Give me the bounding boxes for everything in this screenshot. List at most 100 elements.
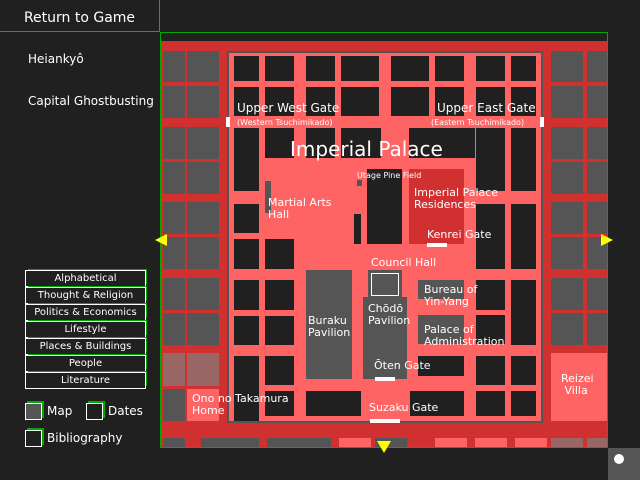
city-block <box>265 56 294 81</box>
building-block <box>551 278 583 310</box>
city-block <box>511 391 536 416</box>
category-button[interactable]: Politics & Economics <box>25 304 146 321</box>
city-block <box>511 56 536 81</box>
upper-west-gate-sublabel: (Western Tsuchimikado) <box>237 118 333 127</box>
category-button[interactable]: People <box>25 355 146 372</box>
category-button[interactable]: Places & Buildings <box>25 338 146 355</box>
building-block <box>418 280 464 299</box>
palace-block <box>339 438 371 447</box>
upper-east-gate-sublabel: (Eastern Tsuchimikado) <box>431 118 525 127</box>
building-block <box>163 389 185 421</box>
building-block <box>551 86 583 118</box>
building-block <box>163 51 185 82</box>
return-to-game-button[interactable]: Return to Game <box>0 0 160 32</box>
building-block <box>163 202 185 234</box>
building-block <box>163 162 185 194</box>
council-hall-building[interactable] <box>371 273 399 296</box>
upper-west-gate-label[interactable]: Upper West Gate <box>237 101 340 115</box>
faded-block <box>187 353 219 386</box>
scroll-west-arrow-icon[interactable] <box>155 234 167 246</box>
building-block <box>587 313 607 345</box>
city-block <box>234 280 259 310</box>
kenrei-gate <box>427 243 447 247</box>
building-block <box>551 202 583 234</box>
city-block <box>234 128 259 191</box>
building-block <box>551 237 583 269</box>
council-hall-label[interactable]: Council Hall <box>371 256 437 269</box>
city-block <box>476 128 505 191</box>
category-button[interactable]: Thought & Religion <box>25 287 146 304</box>
city-block <box>476 356 505 385</box>
category-button[interactable]: Alphabetical <box>25 270 146 287</box>
map-checkbox-label: Map <box>47 404 73 418</box>
scroll-east-arrow-icon[interactable] <box>601 234 613 246</box>
palace-block <box>475 438 507 447</box>
building-block <box>163 278 185 310</box>
map-checkbox[interactable] <box>25 403 42 420</box>
city-block <box>234 204 259 233</box>
city-block <box>265 87 294 116</box>
building-block <box>163 237 185 269</box>
city-block <box>234 316 259 345</box>
city-block <box>511 280 536 345</box>
upper-east-gate-label[interactable]: Upper East Gate <box>437 101 536 115</box>
city-block <box>410 391 464 416</box>
faded-block <box>587 438 607 447</box>
city-block <box>435 87 464 116</box>
game-title: Capital Ghostbusting <box>28 94 154 108</box>
suzaku-gate <box>370 419 400 423</box>
city-block <box>234 87 259 116</box>
city-block <box>476 56 505 81</box>
options-button[interactable] <box>608 448 640 480</box>
oten-gate <box>375 377 395 381</box>
bibliography-checkbox-label: Bibliography <box>47 431 123 445</box>
building-block <box>187 278 219 310</box>
bibliography-checkbox[interactable] <box>25 430 42 447</box>
city-block <box>265 316 294 345</box>
building-block <box>163 438 185 447</box>
city-block <box>476 315 505 344</box>
building-block <box>163 127 185 159</box>
utage-pine-field-label[interactable]: Utage Pine Field <box>357 171 422 180</box>
city-block <box>306 128 335 158</box>
palace-block <box>515 438 547 447</box>
reizei-villa-label[interactable]: Reizei Villa <box>561 372 594 397</box>
city-block <box>341 128 381 158</box>
upper-west-gate <box>226 117 230 127</box>
kenrei-gate-label[interactable]: Kenrei Gate <box>427 228 492 241</box>
building-block <box>306 270 352 379</box>
palace-block <box>551 353 607 421</box>
building-block <box>587 202 607 234</box>
building-block <box>163 86 185 118</box>
dates-checkbox[interactable] <box>86 403 103 420</box>
suzaku-gate-label[interactable]: Suzaku Gate <box>369 401 439 414</box>
category-button[interactable]: Lifestyle <box>25 321 146 338</box>
scroll-south-arrow-icon[interactable] <box>377 441 391 453</box>
city-block <box>418 356 464 376</box>
city-block <box>367 169 402 244</box>
palace-map[interactable]: Upper West Gate (Western Tsuchimikado) U… <box>160 32 608 448</box>
city-block <box>391 87 429 116</box>
city-block <box>476 87 505 116</box>
city-block <box>354 214 361 244</box>
city-block <box>265 128 294 158</box>
building-block <box>363 297 407 379</box>
city-block <box>476 280 505 310</box>
building-block <box>587 162 607 194</box>
building-block <box>187 313 219 345</box>
building-block <box>587 127 607 159</box>
city-block <box>511 204 536 269</box>
category-button[interactable]: Literature <box>25 372 146 389</box>
building-block <box>267 438 299 447</box>
city-block <box>476 204 505 269</box>
building-block <box>227 438 259 447</box>
building-block <box>187 162 219 194</box>
oten-gate-label[interactable]: Ōten Gate <box>374 359 431 372</box>
